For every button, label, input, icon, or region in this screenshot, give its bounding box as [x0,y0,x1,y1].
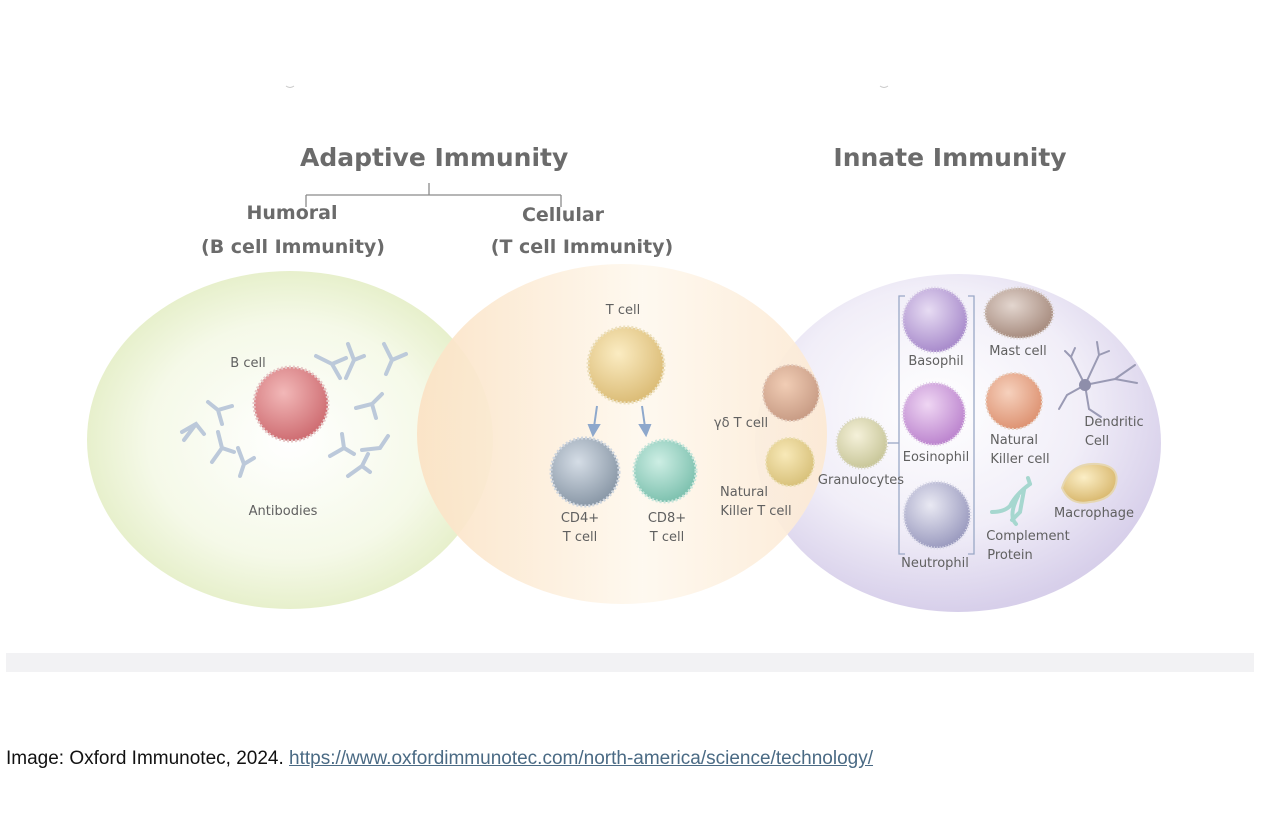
mast-cell-label: Mast cell [989,344,1047,359]
gd-t-cell-label: γδ T cell [713,416,769,431]
humoral-heading: Humoral [246,202,338,224]
cd8-label-line1: CD8+ [647,511,687,526]
nkt-label-line1: Natural [720,485,768,500]
adaptive-bracket [305,183,562,207]
cellular-heading: Cellular [521,204,605,226]
dendritic-label-line1: Dendritic [1084,415,1144,430]
granulocyte-brackets [888,295,975,555]
eosinophil-label: Eosinophil [902,450,970,465]
complement-label-line2: Protein [987,548,1033,563]
innate-circle [755,274,1161,612]
complement-label-line1: Complement [986,529,1070,544]
dendritic-label-line2: Cell [1084,434,1110,449]
macrophage-icon [1060,462,1118,504]
nkt-cell-icon [765,437,815,487]
complement-protein-icon [990,476,1032,526]
immunity-diagram [87,85,1161,612]
nk-label-line2: Killer cell [990,452,1050,467]
eosinophil-icon [901,381,967,447]
dendritic-cell-icon [1058,341,1138,418]
top-mark-right [879,85,889,88]
mast-cell-icon [983,286,1055,340]
cd8-label-line2: T cell [649,530,685,545]
cellular-circle [417,264,827,604]
humoral-subheading: (B cell Immunity) [201,236,385,258]
adaptive-immunity-heading: Adaptive Immunity [300,143,569,172]
image-caption: Image: Oxford Immunotec, 2024. https://w… [6,748,873,770]
b-cell-label: B cell [230,356,266,371]
nk-cell-icon [985,372,1043,430]
granulocytes-label: Granulocytes [817,473,905,488]
t-cell-label: T cell [605,303,641,318]
caption-prefix: Image: Oxford Immunotec, 2024. [6,748,284,769]
differentiation-arrows [587,405,652,438]
gd-t-cell-icon [762,364,820,422]
cd4-label-line2: T cell [562,530,598,545]
neutrophil-label: Neutrophil [901,556,969,571]
t-cell-icon [586,325,666,405]
caption-source-link[interactable]: https://www.oxfordimmunotec.com/north-am… [289,748,874,769]
antibody-icons [180,342,408,478]
cd4-label-line1: CD4+ [560,511,600,526]
antibodies-label: Antibodies [248,504,318,519]
dendritic-cell-nucleus [1079,379,1091,391]
cd8-t-cell-icon [632,438,698,504]
macrophage-label: Macrophage [1053,506,1135,521]
separator-band [6,653,1254,672]
b-cell-icon [252,365,330,443]
basophil-label: Basophil [908,354,964,369]
nk-label-line1: Natural [990,433,1038,448]
basophil-icon [901,286,969,354]
nkt-label-line2: Killer T cell [720,504,792,519]
neutrophil-icon [902,480,972,550]
cellular-subheading: (T cell Immunity) [490,236,674,258]
top-mark-left [285,85,295,88]
granulocyte-icon [835,416,889,470]
innate-immunity-heading: Innate Immunity [833,143,1067,172]
cd4-t-cell-icon [549,436,621,508]
